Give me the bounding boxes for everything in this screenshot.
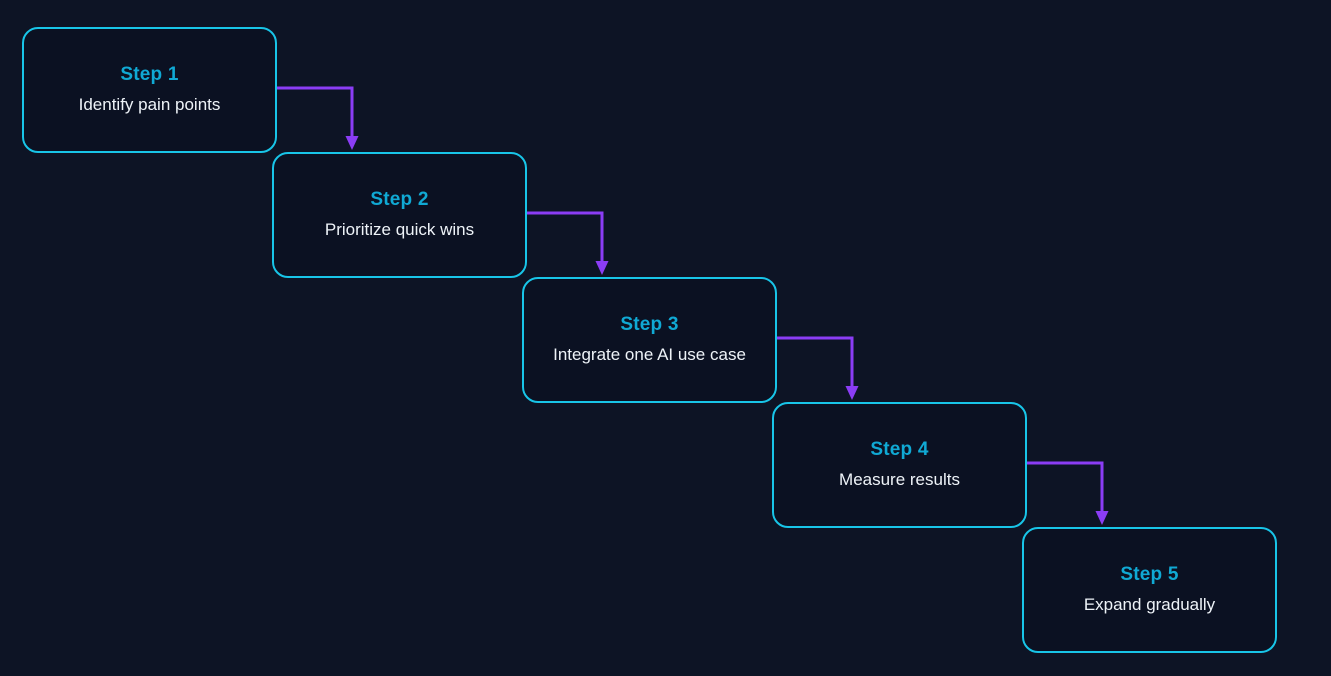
step-title: Step 4 xyxy=(870,439,929,461)
connector-arrowhead-3 xyxy=(845,386,859,400)
step-description: Identify pain points xyxy=(78,95,221,115)
step-box-4[interactable]: Step 4 Measure results xyxy=(772,402,1027,528)
connector-line-3 xyxy=(777,336,854,386)
step-description: Expand gradually xyxy=(1083,595,1216,615)
connector-arrowhead-1 xyxy=(345,136,359,150)
connector-line-2 xyxy=(527,211,604,261)
step-box-5[interactable]: Step 5 Expand gradually xyxy=(1022,527,1277,653)
step-box-2[interactable]: Step 2 Prioritize quick wins xyxy=(272,152,527,278)
connector-arrowhead-2 xyxy=(595,261,609,275)
step-title: Step 2 xyxy=(370,189,429,211)
step-description: Prioritize quick wins xyxy=(324,220,475,240)
connector-line-4 xyxy=(1027,461,1104,511)
step-description: Measure results xyxy=(839,470,960,490)
step-description: Integrate one AI use case xyxy=(553,345,746,365)
connector-line-1 xyxy=(277,86,354,136)
step-title: Step 3 xyxy=(620,314,679,336)
connector-arrowhead-4 xyxy=(1095,511,1109,525)
step-box-1[interactable]: Step 1 Identify pain points xyxy=(22,27,277,153)
step-box-3[interactable]: Step 3 Integrate one AI use case xyxy=(522,277,777,403)
step-title: Step 1 xyxy=(120,64,179,86)
step-title: Step 5 xyxy=(1120,564,1179,586)
